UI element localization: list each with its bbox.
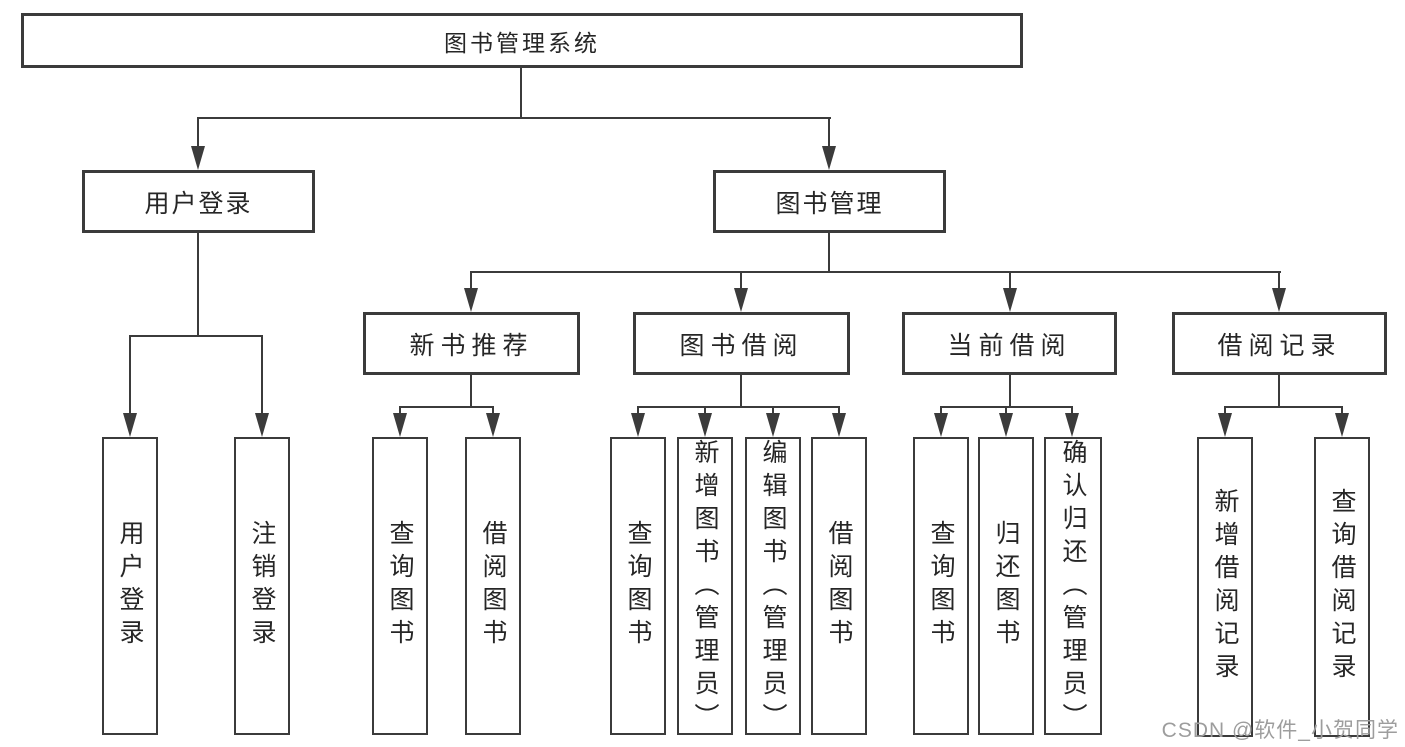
connector-borrow-drop-4 xyxy=(838,406,840,416)
connector-login-drop-2 xyxy=(261,335,263,415)
arrow-down-icon xyxy=(1003,288,1017,312)
connector-root-drop-right xyxy=(828,117,830,149)
connector-borrow-stem xyxy=(740,375,742,408)
connector-mgmt-bar xyxy=(470,271,1281,273)
leaf-current-query-books: 查询图书 xyxy=(913,437,969,735)
connector-borrow-drop-3 xyxy=(772,406,774,416)
connector-mgmt-stem xyxy=(828,233,830,273)
node-book-management: 图书管理 xyxy=(713,170,946,233)
arrow-down-icon xyxy=(123,413,137,437)
leaf-newbook-query-books: 查询图书 xyxy=(372,437,428,735)
leaf-borrow-borrow-books: 借阅图书 xyxy=(811,437,867,735)
csdn-watermark: CSDN @软件_小贺同学 xyxy=(1161,719,1399,742)
connector-borrow-drop-1 xyxy=(637,406,639,416)
arrow-down-icon xyxy=(822,146,836,170)
connector-record-bar xyxy=(1224,406,1343,408)
leaf-current-return-books: 归还图书 xyxy=(978,437,1034,735)
leaf-current-confirm-return-admin: 确认归还（管理员） xyxy=(1044,437,1102,736)
connector-mgmt-drop-4 xyxy=(1278,271,1280,290)
connector-login-stem xyxy=(197,233,199,336)
connector-root-stem xyxy=(520,68,522,118)
leaf-user-login: 用户登录 xyxy=(102,437,158,735)
connector-login-bar xyxy=(129,335,263,337)
arrow-down-icon xyxy=(1065,413,1079,437)
node-user-login: 用户登录 xyxy=(82,170,315,233)
arrow-down-icon xyxy=(486,413,500,437)
connector-borrow-bar xyxy=(637,406,840,408)
connector-mgmt-drop-3 xyxy=(1009,271,1011,290)
leaf-newbook-borrow-books: 借阅图书 xyxy=(465,437,521,735)
leaf-logout: 注销登录 xyxy=(234,437,290,735)
connector-current-drop-3 xyxy=(1071,406,1073,416)
arrow-down-icon xyxy=(255,413,269,437)
leaf-record-add: 新增借阅记录 xyxy=(1197,437,1253,737)
node-library-system: 图书管理系统 xyxy=(21,13,1023,68)
connector-current-drop-2 xyxy=(1005,406,1007,416)
connector-record-drop-2 xyxy=(1341,406,1343,416)
arrow-down-icon xyxy=(698,413,712,437)
connector-mgmt-drop-1 xyxy=(470,271,472,290)
arrow-down-icon xyxy=(1335,413,1349,437)
connector-newbook-stem xyxy=(470,375,472,408)
connector-mgmt-drop-2 xyxy=(740,271,742,290)
connector-root-drop-left xyxy=(197,117,199,149)
arrow-down-icon xyxy=(464,288,478,312)
connector-login-drop-1 xyxy=(129,335,131,415)
node-borrow-record: 借阅记录 xyxy=(1172,312,1387,375)
connector-record-drop-1 xyxy=(1224,406,1226,416)
arrow-down-icon xyxy=(934,413,948,437)
arrow-down-icon xyxy=(631,413,645,437)
connector-current-drop-1 xyxy=(940,406,942,416)
node-book-borrow: 图书借阅 xyxy=(633,312,850,375)
connector-borrow-drop-2 xyxy=(704,406,706,416)
arrow-down-icon xyxy=(832,413,846,437)
leaf-borrow-add-books-admin: 新增图书（管理员） xyxy=(677,437,733,736)
connector-newbook-drop-1 xyxy=(399,406,401,416)
arrow-down-icon xyxy=(734,288,748,312)
arrow-down-icon xyxy=(1218,413,1232,437)
connector-record-stem xyxy=(1278,375,1280,408)
connector-root-bar xyxy=(197,117,831,119)
node-new-book-recommend: 新书推荐 xyxy=(363,312,580,375)
leaf-record-query: 查询借阅记录 xyxy=(1314,437,1370,737)
leaf-borrow-edit-books-admin: 编辑图书（管理员） xyxy=(745,437,801,736)
node-current-borrow: 当前借阅 xyxy=(902,312,1117,375)
connector-current-stem xyxy=(1009,375,1011,408)
connector-newbook-bar xyxy=(399,406,494,408)
connector-newbook-drop-2 xyxy=(492,406,494,416)
arrow-down-icon xyxy=(766,413,780,437)
arrow-down-icon xyxy=(999,413,1013,437)
leaf-borrow-query-books: 查询图书 xyxy=(610,437,666,735)
arrow-down-icon xyxy=(191,146,205,170)
arrow-down-icon xyxy=(393,413,407,437)
arrow-down-icon xyxy=(1272,288,1286,312)
